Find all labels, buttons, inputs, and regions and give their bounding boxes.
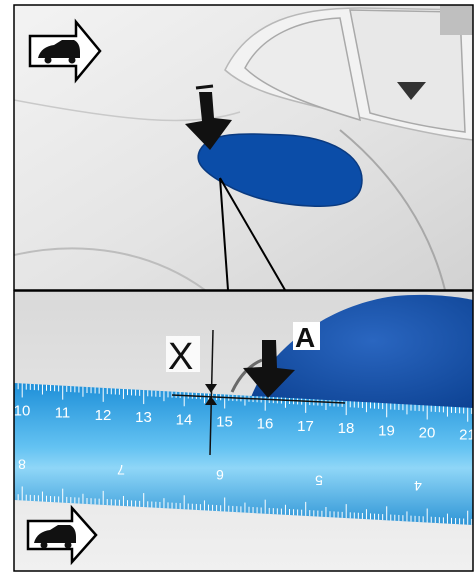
ruler-label-top: 11 — [55, 405, 71, 422]
flap-shadow — [230, 358, 263, 393]
body-crease — [14, 99, 241, 122]
down-triangle-icon — [397, 82, 426, 100]
rear-window — [244, 17, 361, 122]
zoom-lines — [219, 177, 286, 290]
car-direction-arrow-icon — [26, 504, 98, 566]
ruler-label-top: 16 — [257, 416, 274, 433]
car-direction-arrow-icon — [28, 18, 102, 84]
x-line — [209, 329, 214, 456]
top-panel — [14, 5, 473, 290]
ruler-label-top: 15 — [216, 413, 233, 430]
side-window — [349, 9, 466, 133]
ruler-label-top: 12 — [95, 407, 112, 424]
ruler-label-top: 10 — [14, 402, 31, 419]
ruler-label-bottom: 5 — [315, 473, 323, 489]
ruler-label-top: 18 — [338, 420, 355, 437]
label-x: X — [168, 336, 193, 378]
x-arrow-up — [205, 396, 217, 405]
ruler-label-top: 14 — [176, 411, 193, 428]
ruler: 10 11 12 13 14 15 16 17 18 19 20 21 8 7 6 5 4 — [14, 383, 475, 525]
ruler-label-bottom: 6 — [216, 467, 224, 483]
press-arrow-icon — [185, 92, 232, 150]
dark-corner — [440, 5, 473, 35]
ruler-label-top: 13 — [135, 409, 152, 426]
fuel-flap-closeup — [250, 294, 473, 410]
ruler-label-top: 17 — [297, 418, 314, 435]
bottom-panel: 10 11 12 13 14 15 16 17 18 19 20 21 8 7 6 5 4 X A — [14, 291, 475, 571]
ruler-label-bottom: 4 — [414, 478, 422, 494]
door-line — [339, 129, 446, 290]
ruler-label-top: 20 — [419, 424, 436, 441]
label-a-box — [293, 322, 320, 350]
wheel-arch — [14, 247, 206, 290]
arrow-a-icon — [243, 340, 295, 398]
ruler-label-bottom: 8 — [18, 456, 26, 472]
measure-line — [171, 394, 346, 404]
press-arrow-line — [195, 84, 214, 90]
top-panel-frame — [13, 4, 474, 291]
ruler-body — [14, 383, 473, 525]
x-arrow-down — [205, 384, 217, 393]
ruler-label-top: 19 — [378, 422, 395, 439]
ruler-label-top: 21 — [459, 427, 475, 444]
label-a: A — [295, 322, 315, 353]
label-x-box — [166, 336, 200, 372]
ruler-label-bottom: 7 — [117, 462, 125, 478]
bottom-panel-frame — [13, 290, 474, 572]
fuel-flap — [197, 133, 363, 208]
